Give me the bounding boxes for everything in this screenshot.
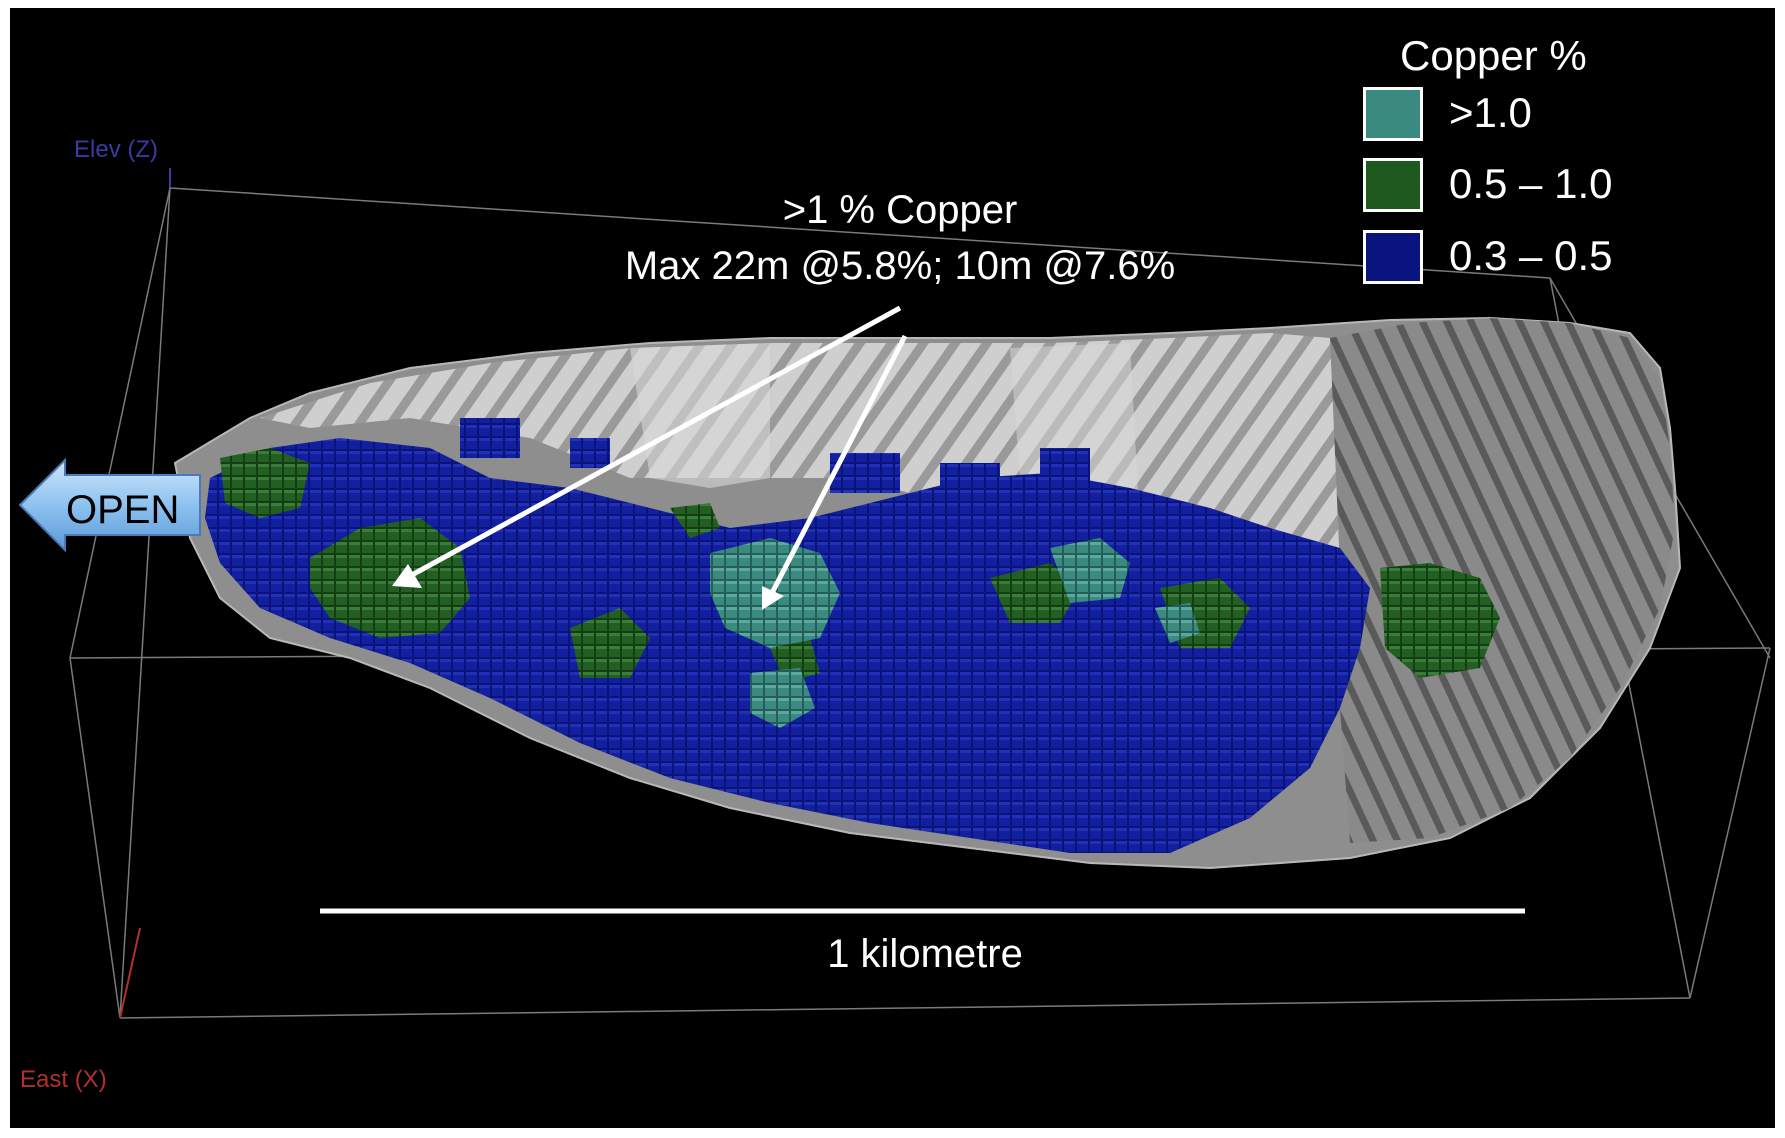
- annotation-title: >1 % Copper: [782, 188, 1018, 232]
- annotation-detail: Max 22m @5.8%; 10m @7.6%: [624, 244, 1176, 288]
- pit-east-wall: [1330, 318, 1675, 843]
- legend-title: Copper %: [1400, 32, 1587, 79]
- scale-bar-label: 1 kilometre: [827, 932, 1023, 976]
- legend-swatch-low: [1363, 230, 1423, 284]
- east-axis-label: East (X): [20, 1066, 107, 1093]
- open-label: OPEN: [66, 488, 180, 532]
- east-axis-line: [119, 927, 141, 1019]
- legend-label-mid: 0.5 – 1.0: [1449, 160, 1613, 207]
- annotation-arrows: [392, 305, 908, 610]
- ore-zone-mid-grade: [220, 448, 1500, 683]
- open-arrow: [18, 457, 201, 553]
- legend-label-high: >1.0: [1449, 89, 1532, 136]
- legend-label-low: 0.3 – 0.5: [1449, 232, 1613, 279]
- orebody-3d-view: [18, 168, 1771, 1019]
- legend-swatch-mid: [1363, 158, 1423, 212]
- model-viewport: Elev (Z) East (X) Copper % >1.0 0.5 – 1.…: [10, 8, 1775, 1128]
- legend-swatch-high: [1363, 87, 1423, 141]
- elev-axis-label: Elev (Z): [74, 136, 158, 163]
